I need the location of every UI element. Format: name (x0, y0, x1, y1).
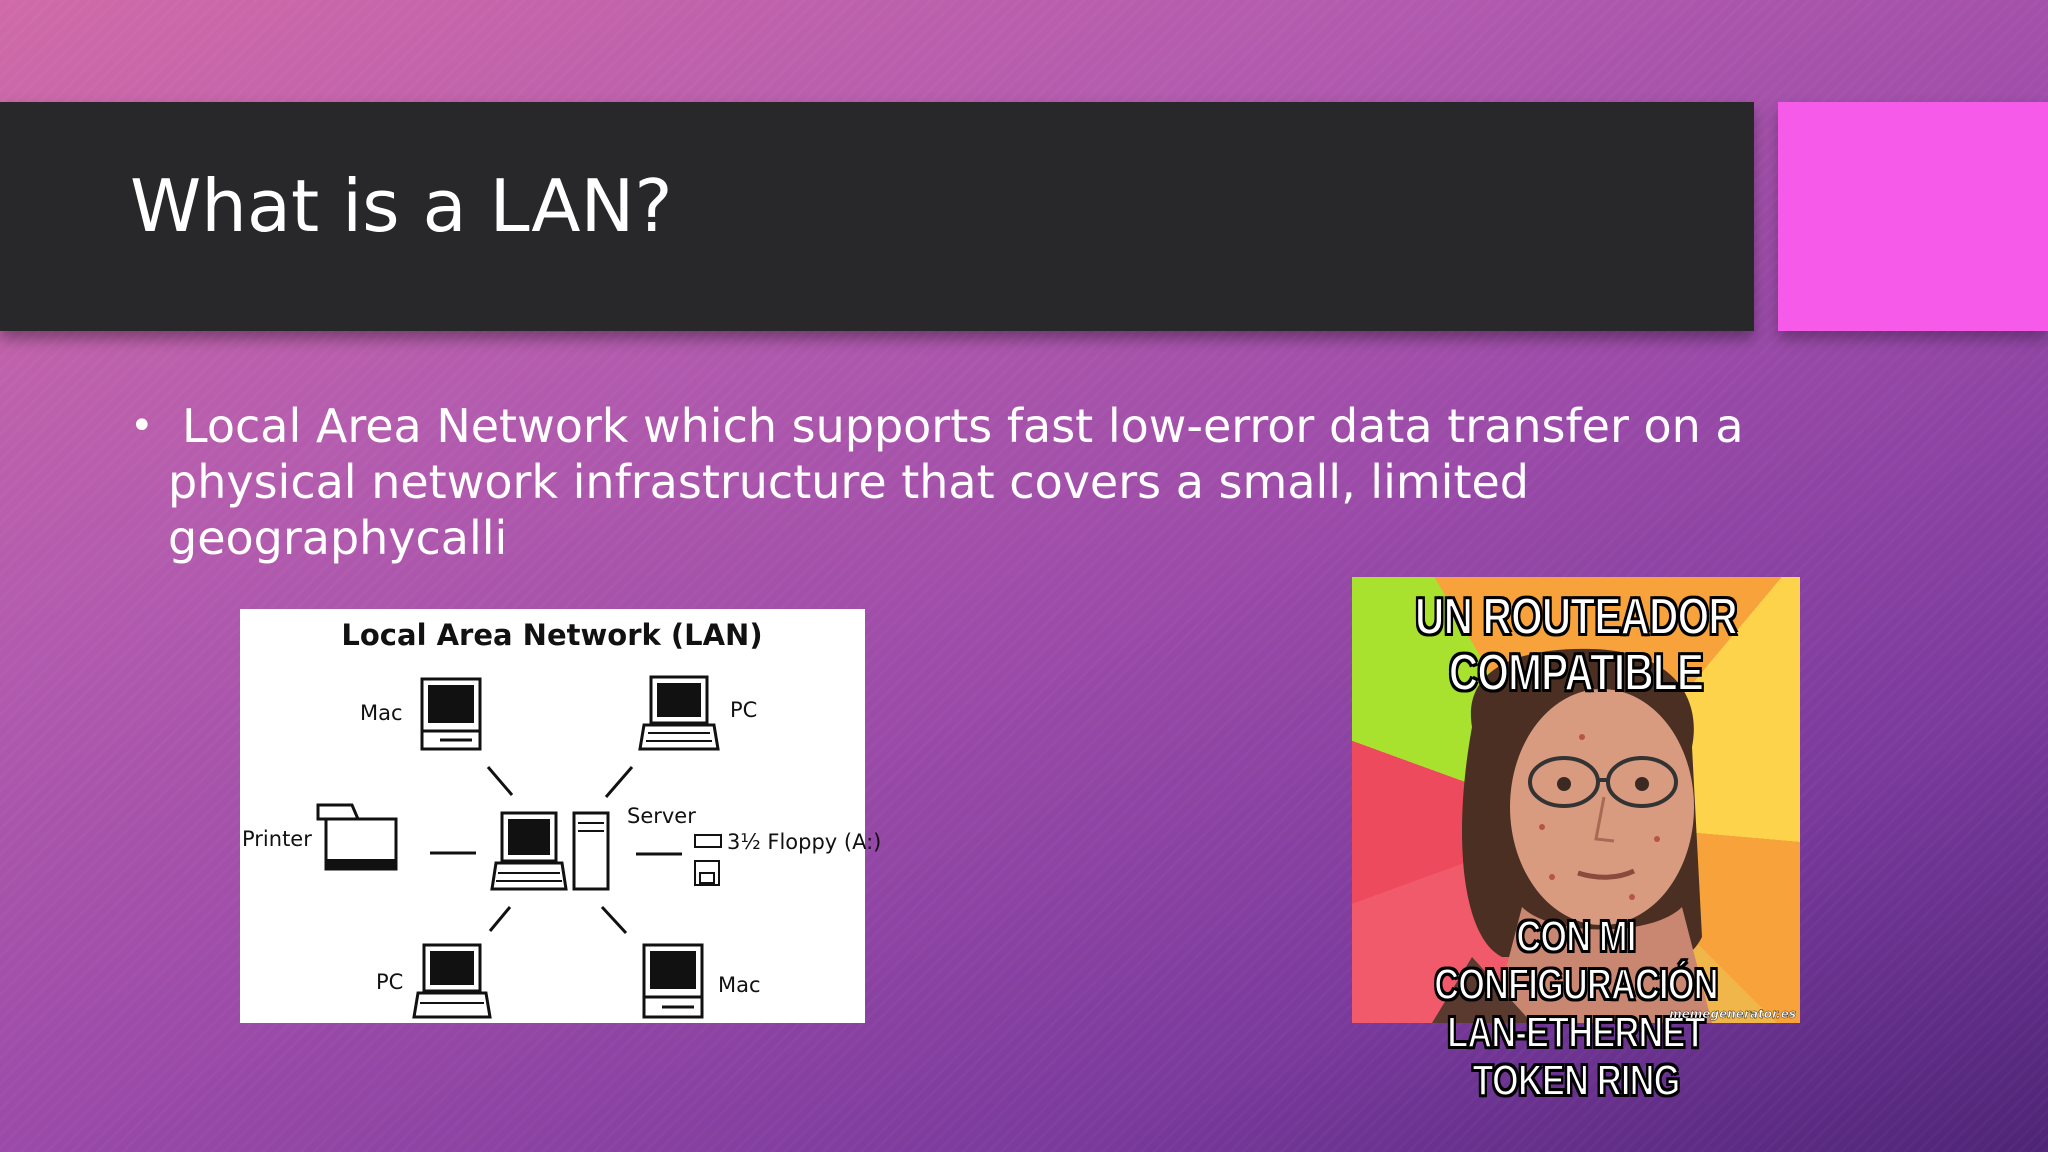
pc-laptop-icon (638, 675, 720, 751)
meme-face-illustration (1432, 648, 1712, 1023)
label-pc-bottom: PC (376, 970, 403, 994)
meme-image: UN ROUTEADOR COMPATIBLE CON MI CONFIGURA… (1352, 577, 1800, 1106)
meme-top-text: UN ROUTEADOR COMPATIBLE (1414, 588, 1738, 702)
connector-line (486, 766, 514, 796)
pc-laptop-icon (412, 943, 492, 1019)
lan-diagram-title: Local Area Network (LAN) (341, 618, 762, 652)
label-mac-bottom: Mac (718, 973, 761, 997)
mac-computer-icon (642, 943, 704, 1019)
meme-bottom-text: CON MI CONFIGURACIÓN LAN-ETHERNET TOKEN … (1433, 912, 1719, 1106)
printer-icon (316, 803, 398, 871)
label-server: Server (627, 804, 696, 828)
connector-line (600, 905, 628, 935)
label-floppy: 3½ Floppy (A:) (727, 830, 881, 854)
title-bar (0, 102, 1754, 331)
bullet-dot: • (130, 403, 154, 449)
slide-title: What is a LAN? (130, 164, 673, 248)
lan-diagram-image: Local Area Network (LAN) Mac PC (240, 609, 881, 1023)
label-mac-top: Mac (360, 701, 403, 725)
floppy-drive-icon (694, 834, 722, 886)
connector-line (604, 766, 634, 798)
label-pc-top: PC (730, 698, 757, 722)
bullet-text: Local Area Network which supports fast l… (168, 399, 1744, 565)
connector-line (488, 906, 512, 932)
mac-computer-icon (420, 677, 482, 751)
bullet-list: • Local Area Network which supports fast… (130, 398, 1770, 566)
lan-diagram-svg: Local Area Network (LAN) Mac PC (242, 618, 881, 1019)
label-printer: Printer (242, 827, 312, 851)
meme-watermark: memegenerator.es (1669, 1007, 1796, 1021)
accent-box (1778, 102, 2048, 331)
server-icon (490, 811, 610, 891)
